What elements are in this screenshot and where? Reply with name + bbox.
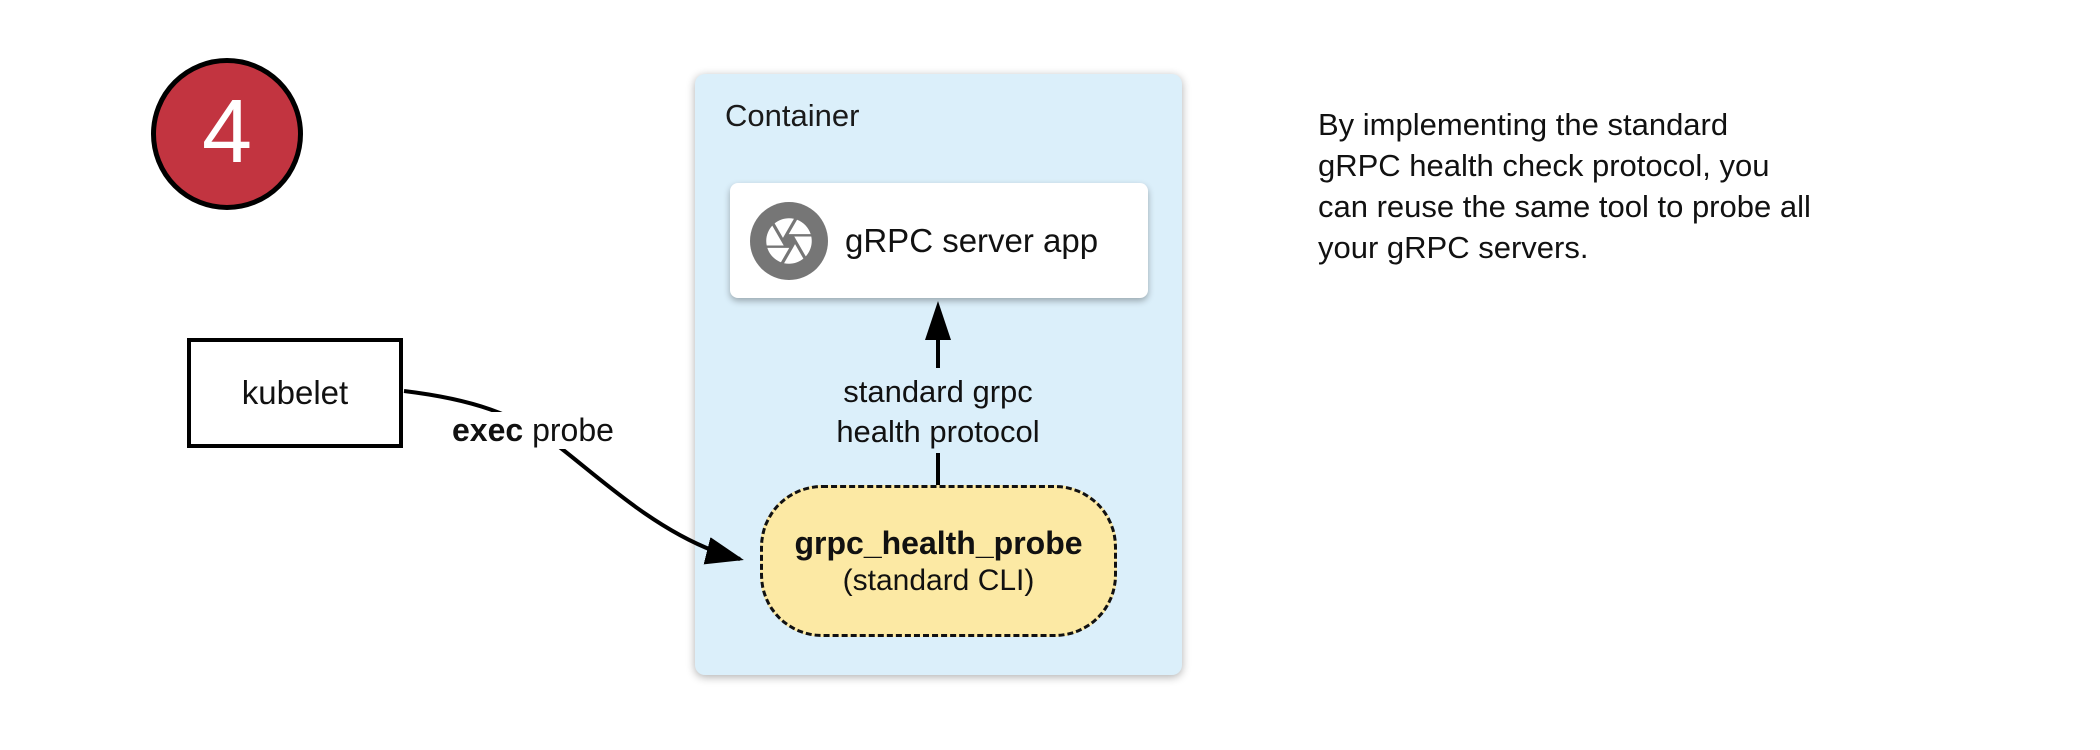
grpc-health-probe-node: grpc_health_probe (standard CLI) <box>760 485 1117 637</box>
grpc-health-probe-title: grpc_health_probe <box>794 524 1083 561</box>
grpc-aperture-icon <box>750 201 828 280</box>
container-label: Container <box>725 98 860 133</box>
exec-probe-label-bold: exec <box>452 412 524 448</box>
kubelet-label: kubelet <box>241 374 349 411</box>
step-number: 4 <box>201 82 253 182</box>
kubelet-node: kubelet <box>187 338 403 448</box>
explanation-note: By implementing the standard gRPC health… <box>1318 107 1811 265</box>
exec-probe-label: exec probe <box>448 412 618 449</box>
grpc-server-app-label: gRPC server app <box>845 221 1099 259</box>
health-protocol-label: standard grpc health protocol <box>836 374 1040 449</box>
grpc-health-probe-subtitle: (standard CLI) <box>842 563 1035 597</box>
grpc-server-app-node: gRPC server app <box>730 183 1148 298</box>
exec-probe-label-rest: probe <box>523 412 614 448</box>
step-number-badge: 4 <box>151 58 303 210</box>
container-group: Container gRPC server app grpc_health_pr… <box>695 74 1182 675</box>
